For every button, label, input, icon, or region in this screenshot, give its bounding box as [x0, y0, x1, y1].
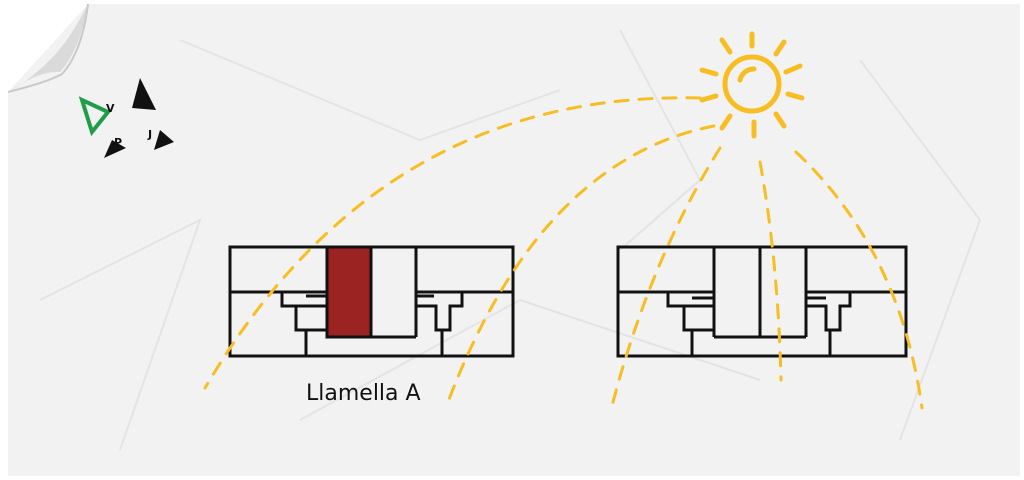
- vlpj-logo-icon: V L J P: [78, 78, 174, 158]
- logo-triangle-top-left: [78, 96, 112, 137]
- sun-path-ray-2: [446, 124, 716, 404]
- paper-sheet: [7, 3, 1020, 476]
- logo-letter-j: J: [147, 128, 152, 141]
- sun-rays: [699, 31, 805, 139]
- logo-letter-l: L: [138, 96, 145, 109]
- logo-letter-p: P: [114, 136, 122, 149]
- building-b-floorplan: [616, 245, 908, 358]
- paper-corner-shadow: [7, 3, 89, 93]
- sun-path-ray-1: [203, 96, 702, 390]
- building-a-interior-walls: [230, 247, 513, 356]
- sun-path-ray-5: [794, 150, 924, 410]
- logo-letter-v: V: [106, 102, 115, 115]
- paper-background: [8, 4, 1020, 476]
- sun-path-rays: [203, 96, 924, 410]
- sun-path-ray-4: [758, 160, 783, 382]
- building-a-highlighted-unit: [325, 245, 373, 339]
- logo-triangle-bottom-right: [154, 130, 174, 150]
- sun-outer-ring: [722, 54, 782, 114]
- building-a-label: Llamella A: [306, 381, 421, 406]
- building-a-floorplan: [228, 245, 515, 358]
- sun-path-ray-3: [610, 146, 722, 408]
- building-b-outline: [616, 245, 908, 358]
- paper-curled-corner: [8, 4, 88, 92]
- building-b-interior-walls: [618, 247, 906, 356]
- logo-triangle-top-right: [132, 78, 156, 110]
- sun-icon: [699, 31, 805, 139]
- logo-triangle-bottom-left: [104, 140, 126, 158]
- sun-inner-arc: [737, 66, 757, 83]
